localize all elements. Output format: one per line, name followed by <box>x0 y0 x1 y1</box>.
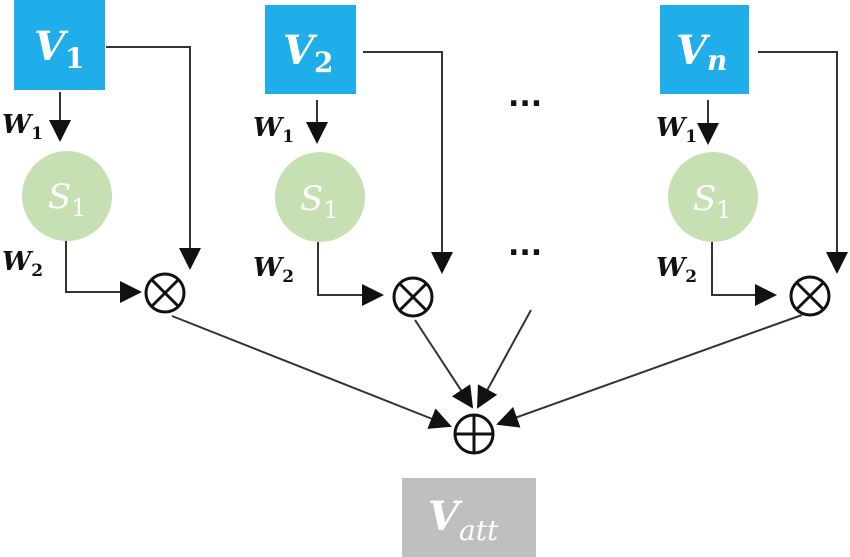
arrow-vn-skip-to-multiply <box>758 51 848 274</box>
weight-label-w1: W1 <box>253 113 294 147</box>
scorer-circle-s1 <box>22 151 112 241</box>
input-label-v2: V2 <box>283 27 334 79</box>
arrow-s1-to-multiply <box>317 242 384 306</box>
weight-label-w2: W2 <box>253 253 294 287</box>
weight-label-w2: W2 <box>656 253 697 287</box>
weight-label-w2: W2 <box>2 247 43 281</box>
input-label-v1: V1 <box>34 23 85 75</box>
multiply-op-1 <box>144 272 186 314</box>
input-box-vn <box>660 5 749 94</box>
arrow-s1-to-multiply <box>65 241 142 303</box>
sum-op <box>453 413 495 455</box>
input-box-v2 <box>265 5 356 94</box>
input-label-vn: Vn <box>676 27 727 77</box>
ellipsis-top: ... <box>508 79 542 114</box>
arrow-multiplyn-to-sum <box>496 314 803 428</box>
arrow-multiply1-to-sum <box>171 315 452 429</box>
arrow-v2-skip-to-multiply <box>363 51 453 274</box>
arrow-v1-skip-to-multiply <box>106 46 201 270</box>
arrow-ellipsis-to-sum <box>477 309 532 409</box>
scorer-circle-s1 <box>668 152 758 242</box>
scorer-label-s1: S1 <box>48 177 87 222</box>
arrow-multiply2-to-sum <box>414 319 474 409</box>
branch-n: Vn W1 S1 W2 <box>656 5 848 317</box>
weight-label-w1: W1 <box>2 110 43 144</box>
multiply-op-2 <box>392 276 434 318</box>
multiply-op-n <box>789 275 831 317</box>
branch-2: V2 W1 S1 W2 <box>253 5 453 318</box>
scorer-circle-s1 <box>275 152 365 242</box>
input-box-v1 <box>14 0 105 90</box>
weight-label-w1: W1 <box>656 113 697 147</box>
scorer-label-s1: S1 <box>693 179 732 224</box>
scorer-label-s1: S1 <box>300 179 339 224</box>
ellipsis-middle: ... <box>508 228 542 263</box>
branch-1: V1 W1 S1 W2 <box>2 0 201 314</box>
output-box-vatt <box>402 478 536 557</box>
arrow-s1-to-multiply <box>711 242 777 306</box>
output-label-vatt: Vatt <box>428 493 499 547</box>
